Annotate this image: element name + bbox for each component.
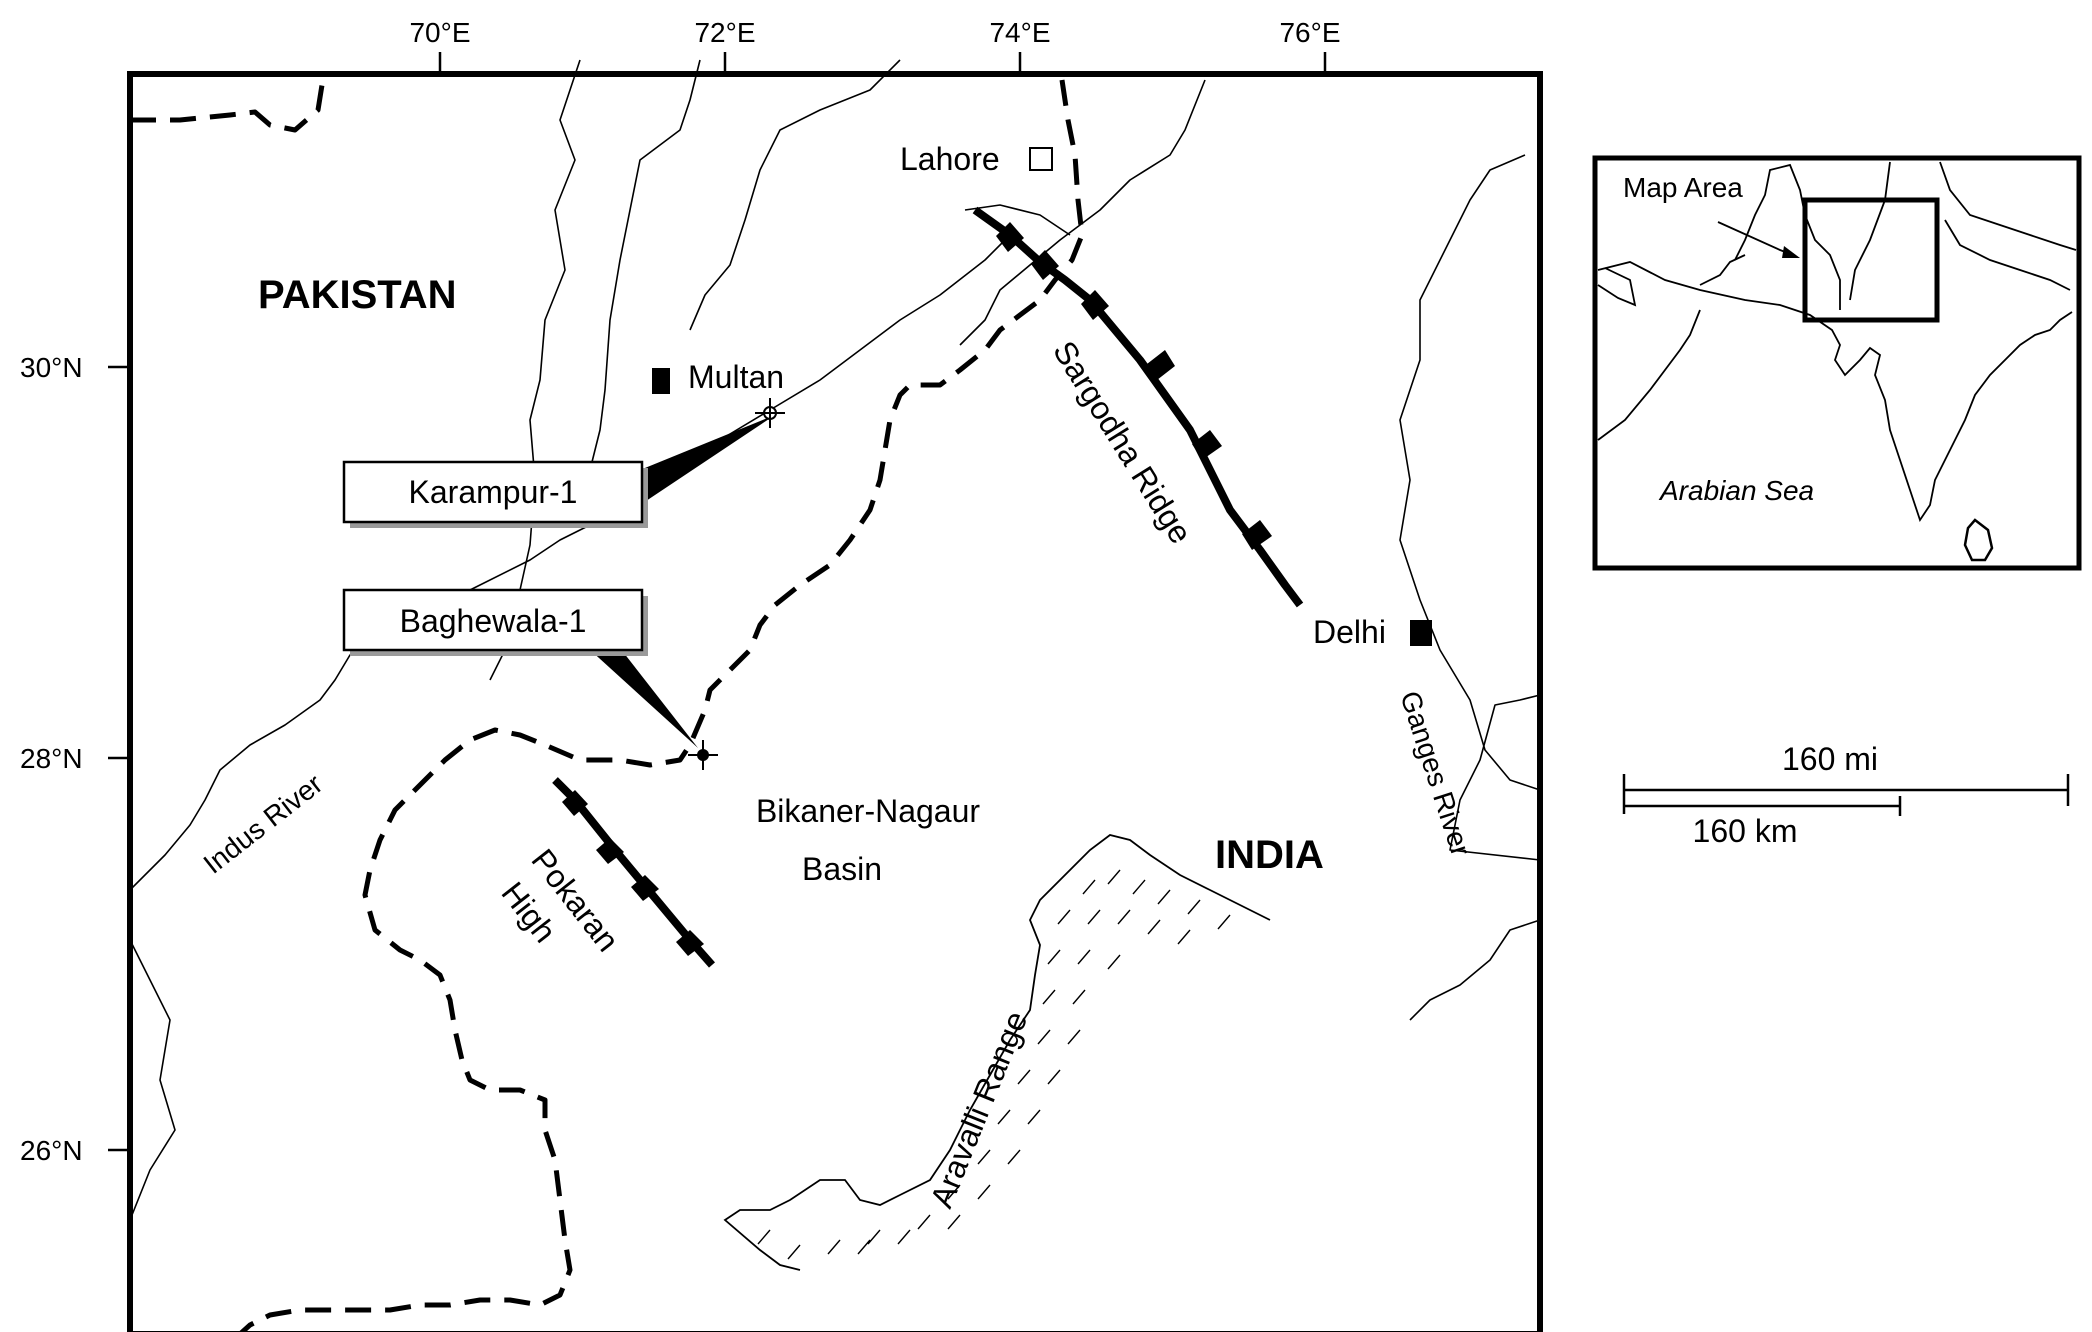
pakistan-label: PAKISTAN [258, 273, 457, 317]
label-76e: 76°E [1279, 17, 1340, 48]
scale-km-label: 160 km [1693, 813, 1798, 849]
inset-map-area-box [1802, 197, 1940, 323]
label-26n: 26°N [20, 1135, 83, 1166]
main-map-frame [127, 71, 1543, 1332]
ridge-marker [1242, 520, 1272, 550]
pokaran-marker [631, 875, 659, 901]
border-north [130, 84, 325, 133]
karampur-label: Karampur-1 [409, 474, 578, 510]
inset-sri-lanka [1963, 518, 1994, 562]
tributary-2 [589, 59, 701, 471]
inset-map-area-label: Map Area [1623, 172, 1743, 203]
inset-border-4 [1944, 219, 2071, 291]
aravalli-outline [723, 834, 1271, 1271]
ganges-tributary-2 [1409, 919, 1541, 1021]
inset-border-2 [1849, 161, 1891, 301]
left-river-south [129, 939, 176, 1221]
inset-coastline [1597, 261, 2073, 523]
multan-marker [652, 368, 670, 394]
karampur-callout: Karampur-1 [342, 398, 785, 528]
delhi-label: Delhi [1313, 614, 1386, 650]
baghewala-callout: Baghewala-1 [342, 588, 718, 770]
label-70e: 70°E [409, 17, 470, 48]
longitude-axis: 70°E 72°E 74°E 76°E [409, 17, 1341, 74]
pokaran-marker [596, 838, 624, 864]
sargodha-ridge [972, 206, 1304, 608]
inset-border-1 [1734, 163, 1841, 310]
lahore-label: Lahore [900, 141, 1000, 177]
pokaran-marker [676, 930, 704, 956]
india-label: INDIA [1215, 833, 1324, 877]
delhi-marker [1410, 620, 1432, 646]
basin-label-line1: Bikaner-Nagaur [756, 793, 980, 829]
sargodha-ridge-label: Sargodha Ridge [1046, 335, 1199, 550]
pokaran-marker [562, 790, 588, 816]
ganges-river-line [1399, 154, 1541, 791]
ridge-marker [996, 222, 1024, 252]
ridge-marker [1147, 350, 1175, 380]
scale-miles-label: 160 mi [1782, 741, 1878, 777]
inset-border-3 [1939, 161, 2077, 251]
pokaran-high [552, 777, 716, 968]
baghewala-pointer [588, 648, 698, 748]
inset-sea-label: Arabian Sea [1658, 475, 1814, 506]
karampur-pointer [640, 415, 775, 505]
inset-gulf [1597, 309, 1701, 441]
tributary-4 [959, 79, 1206, 346]
tributary-5 [964, 204, 1071, 236]
inset-arabia [1597, 267, 1637, 307]
indus-river-label: Indus River [198, 768, 329, 880]
baghewala-label: Baghewala-1 [400, 603, 587, 639]
aravalli-hatch [757, 869, 1231, 1260]
karampur-box [342, 460, 644, 524]
rivers [129, 59, 1541, 1221]
ganges-tributary [1449, 694, 1541, 861]
label-30n: 30°N [20, 352, 83, 383]
inset-map: Map Area Arabian Sea [1592, 155, 2082, 571]
ridge-marker [1192, 430, 1222, 460]
label-74e: 74°E [989, 17, 1050, 48]
inset-border-5 [1699, 254, 1746, 286]
scale-bar: 160 mi 160 km [1622, 741, 2070, 849]
border-main [238, 79, 1085, 1332]
cities: Lahore Multan Delhi [652, 141, 1432, 650]
lahore-marker [1029, 147, 1053, 171]
label-28n: 28°N [20, 743, 83, 774]
tributary-1 [489, 59, 581, 681]
ridge-marker [1081, 290, 1109, 320]
label-72e: 72°E [694, 17, 755, 48]
baghewala-box [342, 588, 644, 652]
multan-label: Multan [688, 359, 784, 395]
inset-arrow-head [1782, 246, 1800, 258]
basin-label-line2: Basin [802, 851, 882, 887]
aravalli-range [723, 834, 1271, 1271]
tributary-3 [689, 59, 901, 331]
ridge-marker [1031, 250, 1059, 280]
ganges-river-label: Ganges River [1394, 687, 1476, 859]
latitude-axis: 30°N 28°N 26°N [20, 352, 130, 1166]
aravalli-range-label: Aravalli Range [923, 1006, 1034, 1212]
indus-river-line [129, 234, 1011, 891]
international-border [130, 79, 1085, 1332]
